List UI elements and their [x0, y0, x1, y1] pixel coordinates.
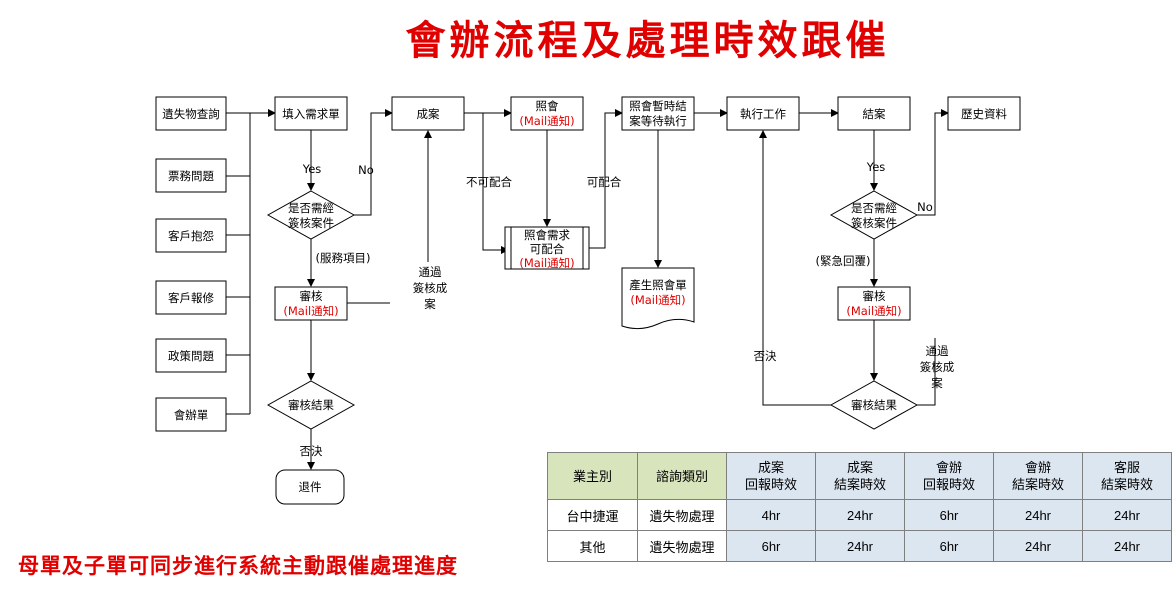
svg-text:(Mail通知): (Mail通知) [519, 256, 574, 270]
node-customer-repair: 客戶報修 [155, 280, 227, 315]
table-header: 會辦回報時效 [904, 452, 994, 500]
table-header: 業主別 [547, 452, 638, 500]
node-customer-complaint: 客戶抱怨 [155, 218, 227, 253]
svg-text:產生照會單: 產生照會單 [629, 278, 687, 292]
label-pass-3: 案 [424, 297, 436, 311]
table-cell: 24hr [993, 530, 1083, 562]
node-pause: 照會暫時結 案等待執行 [621, 96, 695, 131]
svg-text:(Mail通知): (Mail通知) [283, 304, 338, 318]
label-yes-2: Yes [866, 160, 886, 174]
table-header: 成案結案時效 [815, 452, 905, 500]
node-history: 歷史資料 [947, 96, 1021, 131]
table-cell: 遺失物處理 [637, 499, 727, 531]
table-cell: 24hr [993, 499, 1083, 531]
svg-text:結案: 結案 [863, 107, 886, 121]
table-cell: 24hr [815, 499, 905, 531]
node-fill-request: 填入需求單 [274, 96, 348, 131]
svg-text:票務問題: 票務問題 [168, 169, 214, 183]
node-case-open: 成案 [391, 96, 465, 131]
label-can-cooperate: 可配合 [587, 175, 622, 189]
label-rejected-2: 否決 [754, 349, 777, 363]
table-cell: 24hr [1082, 499, 1172, 531]
svg-text:會辦單: 會辦單 [174, 408, 209, 422]
label-cannot-cooperate: 不可配合 [466, 175, 512, 189]
decision-need-approval: 是否需經 簽核案件 [266, 190, 356, 240]
svg-text:審核: 審核 [863, 289, 886, 303]
node-review: 審核 (Mail通知) [274, 286, 348, 321]
svg-text:(Mail通知): (Mail通知) [846, 304, 901, 318]
table-cell: 24hr [815, 530, 905, 562]
label-pass-5: 簽核成 [920, 360, 955, 374]
svg-text:客戶抱怨: 客戶抱怨 [168, 229, 214, 243]
node-execute: 執行工作 [726, 96, 800, 131]
label-no-1: No [358, 163, 374, 177]
svg-text:可配合: 可配合 [530, 242, 565, 256]
node-notify-requirement: 照會需求 可配合 (Mail通知) [504, 226, 590, 270]
svg-text:案等待執行: 案等待執行 [629, 114, 687, 128]
svg-text:遺失物查詢: 遺失物查詢 [162, 107, 220, 121]
svg-text:是否需經: 是否需經 [851, 201, 897, 215]
node-review-2: 審核 (Mail通知) [837, 286, 911, 321]
table-row: 其他 遺失物處理 6hr 24hr 6hr 24hr 24hr [547, 530, 1172, 562]
node-return: 退件 [275, 469, 345, 505]
svg-text:退件: 退件 [299, 480, 322, 494]
sla-table: 業主別 諮詢類別 成案回報時效 成案結案時效 會辦回報時效 會辦結案時效 客服結… [547, 452, 1172, 562]
page-title: 會辦流程及處理時效跟催 [405, 17, 890, 64]
table-cell: 24hr [1082, 530, 1172, 562]
label-pass-4: 通過 [926, 344, 949, 358]
table-cell: 4hr [726, 499, 816, 531]
svg-text:是否需經: 是否需經 [288, 201, 334, 215]
table-header: 成案回報時效 [726, 452, 816, 500]
node-notify: 照會 (Mail通知) [510, 96, 584, 131]
label-pass-2: 簽核成 [413, 281, 448, 295]
svg-text:照會需求: 照會需求 [524, 228, 570, 242]
svg-text:客戶報修: 客戶報修 [168, 291, 214, 305]
table-cell: 其他 [547, 530, 638, 562]
svg-text:審核結果: 審核結果 [288, 398, 334, 412]
svg-text:執行工作: 執行工作 [740, 107, 786, 121]
table-header: 客服結案時效 [1082, 452, 1172, 500]
node-ticket-issue: 票務問題 [155, 158, 227, 193]
node-lost-item: 遺失物查詢 [155, 96, 227, 131]
node-close-case: 結案 [837, 96, 911, 131]
node-joint-ticket: 會辦單 [155, 397, 227, 432]
svg-text:照會暫時結: 照會暫時結 [629, 99, 687, 113]
label-rejected-1: 否決 [300, 444, 323, 458]
svg-text:(Mail通知): (Mail通知) [630, 293, 685, 307]
svg-text:政策問題: 政策問題 [168, 349, 214, 363]
svg-text:歷史資料: 歷史資料 [961, 107, 1007, 121]
svg-text:簽核案件: 簽核案件 [851, 216, 897, 230]
svg-text:照會: 照會 [536, 99, 559, 113]
node-policy-issue: 政策問題 [155, 338, 227, 373]
svg-text:(Mail通知): (Mail通知) [519, 114, 574, 128]
decision-review-result-2: 審核結果 [829, 380, 919, 430]
label-emergency: (緊急回覆) [816, 254, 871, 268]
table-cell: 遺失物處理 [637, 530, 727, 562]
table-header-row: 業主別 諮詢類別 成案回報時效 成案結案時效 會辦回報時效 會辦結案時效 客服結… [547, 452, 1172, 500]
label-no-2: No [917, 200, 933, 214]
svg-text:成案: 成案 [417, 107, 440, 121]
decision-review-result: 審核結果 [266, 380, 356, 430]
decision-need-approval-2: 是否需經 簽核案件 [829, 190, 919, 240]
table-row: 台中捷運 遺失物處理 4hr 24hr 6hr 24hr 24hr [547, 499, 1172, 531]
table-header: 諮詢類別 [637, 452, 727, 500]
label-service-item: (服務項目) [316, 251, 371, 265]
svg-text:審核結果: 審核結果 [851, 398, 897, 412]
table-cell: 6hr [904, 530, 994, 562]
table-header: 會辦結案時效 [993, 452, 1083, 500]
footer-note: 母單及子單可同步進行系統主動跟催處理進度 [18, 553, 458, 578]
label-pass-6: 案 [931, 376, 943, 390]
label-pass-1: 通過 [419, 265, 442, 279]
svg-text:審核: 審核 [300, 289, 323, 303]
table-cell: 6hr [726, 530, 816, 562]
label-yes-1: Yes [302, 162, 322, 176]
table-cell: 台中捷運 [547, 499, 638, 531]
table-cell: 6hr [904, 499, 994, 531]
svg-text:簽核案件: 簽核案件 [288, 216, 334, 230]
svg-text:填入需求單: 填入需求單 [282, 107, 340, 121]
node-produce-notice: 產生照會單 (Mail通知) [621, 267, 695, 330]
